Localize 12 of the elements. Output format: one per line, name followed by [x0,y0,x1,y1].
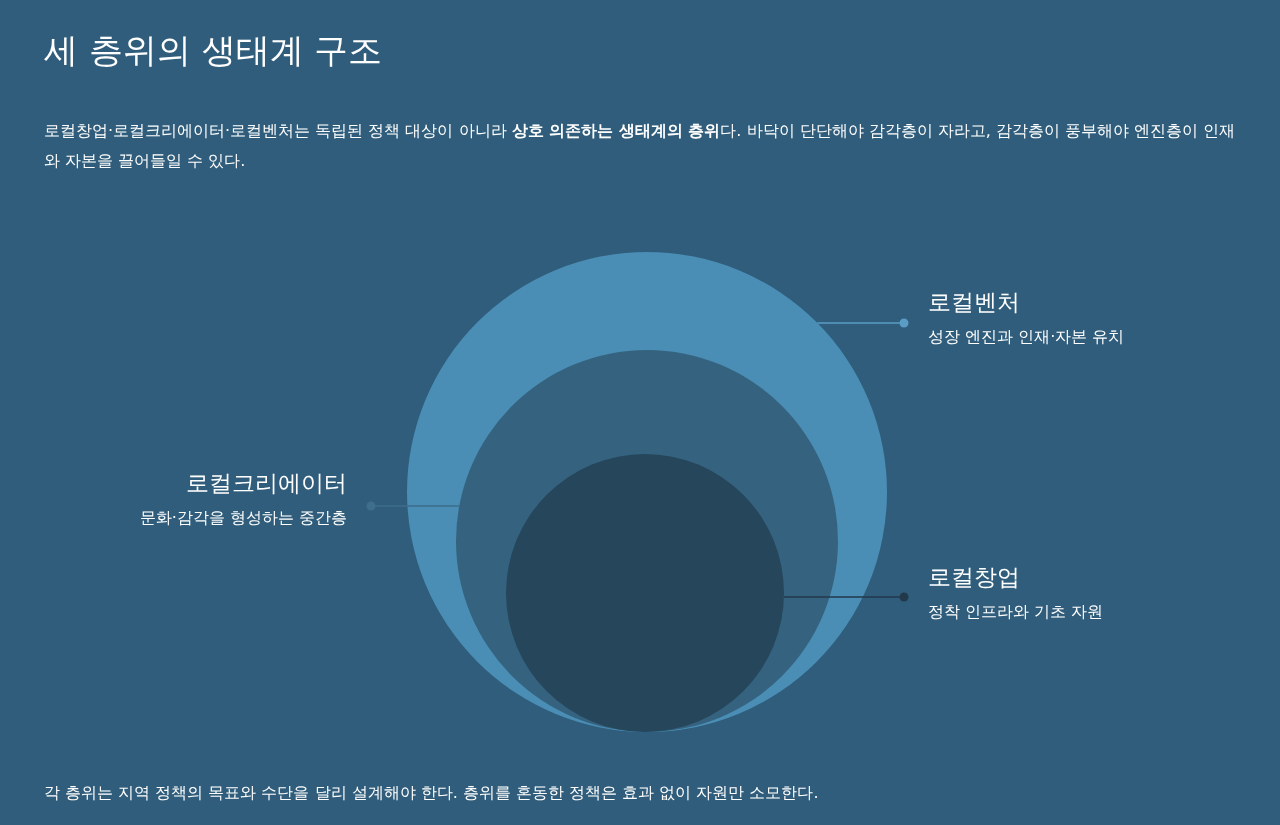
layer-label: 로컬창업 [928,563,1021,592]
layer-description: 정착 인프라와 기초 자원 [928,601,1104,623]
leader-line [366,501,460,511]
layer-description: 문화·감각을 형성하는 중간층 [138,507,347,529]
leader-line [783,592,909,602]
layer-label: 로컬벤처 [928,288,1021,317]
layer-label: 로컬크리에이터 [185,469,347,498]
title: 세 층위의 생태계 구조 [44,29,383,72]
caption: 각 층위는 지역 정책의 목표와 수단을 달리 설계해야 한다. 층위를 혼동한 정책은 효과 없이 자원만 소모한다. [44,782,819,804]
intro-paragraph: 로컬창업·로컬크리에이터·로컬벤처는 독립된 정책 대상이 아니라 상호 의존하는 생태계의 층위다. 바닥이 단단해야 감각층이 자라고, 감각층이 풍부해야 엔진층이 인재와 자본을 끌어들일 수 있다. [44,120,1237,172]
layer-description: 성장 엔진과 인재·자본 유치 [928,326,1125,348]
leader-line [816,318,909,328]
